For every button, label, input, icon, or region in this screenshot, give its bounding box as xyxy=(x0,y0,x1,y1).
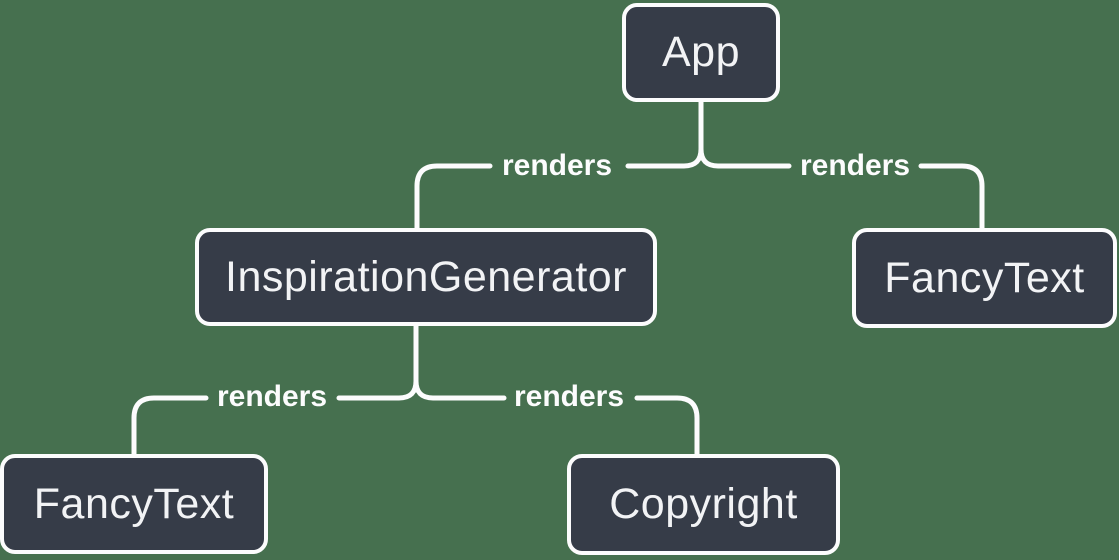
node-inspiration-generator-label: InspirationGenerator xyxy=(225,252,627,301)
edge-to-copyright xyxy=(634,395,700,457)
edge-label-renders-inspiration-right: renders xyxy=(513,380,625,413)
edge-inspiration-fork-left xyxy=(336,378,419,401)
edge-inspiration-fork-right xyxy=(413,378,507,401)
node-copyright: Copyright xyxy=(567,454,840,555)
node-fancy-text-bottom-label: FancyText xyxy=(33,479,235,528)
edge-label-renders-inspiration-left: renders xyxy=(216,380,328,413)
edge-to-fancy-text-bottom xyxy=(131,395,209,457)
node-app: App xyxy=(622,3,780,102)
edge-to-fancy-text-top xyxy=(918,163,985,231)
node-app-label: App xyxy=(661,28,740,76)
edge-app-fork-right xyxy=(698,146,792,169)
node-fancy-text-bottom: FancyText xyxy=(0,454,268,554)
node-fancy-text-top: FancyText xyxy=(852,228,1117,328)
edge-to-inspiration-generator xyxy=(414,163,493,231)
node-fancy-text-top-label: FancyText xyxy=(884,253,1085,302)
edge-label-renders-app-left: renders xyxy=(501,149,613,182)
edge-label-renders-app-right: renders xyxy=(799,149,911,182)
node-inspiration-generator: InspirationGenerator xyxy=(195,228,657,326)
node-copyright-label: Copyright xyxy=(609,480,798,528)
edge-app-fork-left xyxy=(625,146,704,169)
